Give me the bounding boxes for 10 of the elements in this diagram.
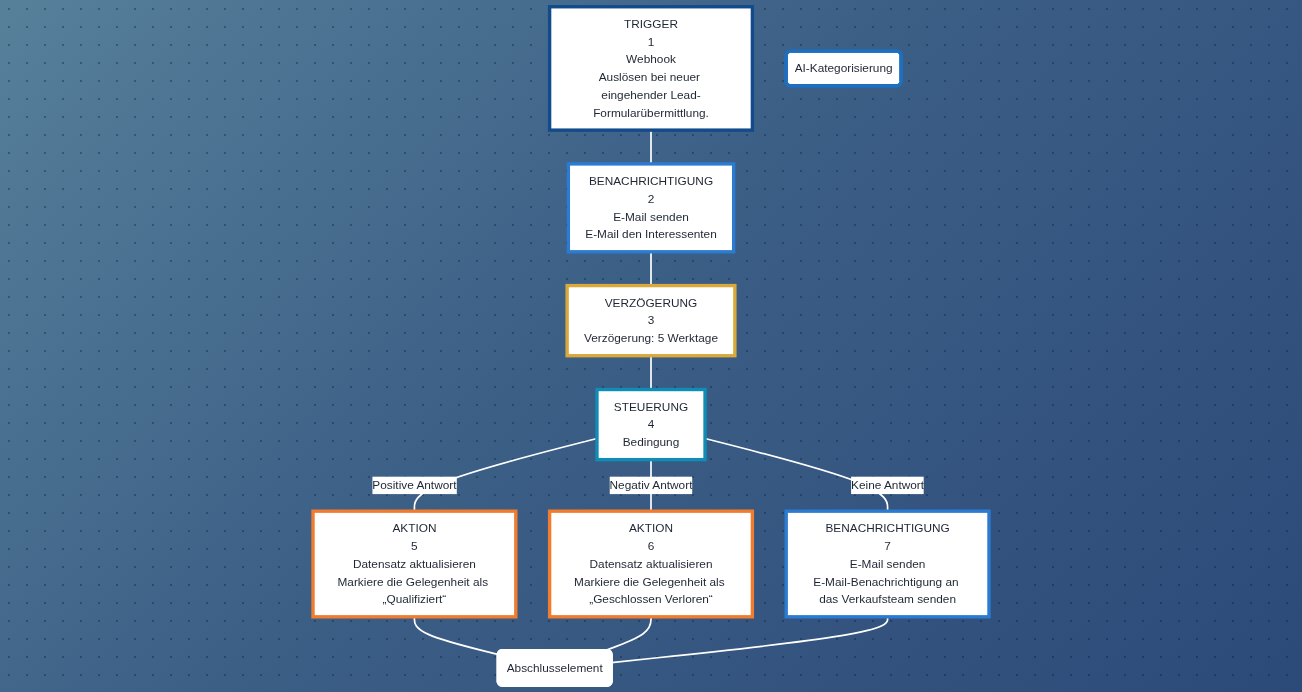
- edge-label: Keine Antwort: [851, 478, 925, 492]
- node-box: TRIGGER 1 Webhook Auslösen bei neuer eingehender Lead-Formularübermittlung.: [547, 5, 755, 132]
- node-box: AKTION 6 Datensatz aktualisieren Markiere die Gelegenheit als „Geschlossen Verloren“: [547, 509, 755, 619]
- node-box: VERZÖGERUNG 3 Verzögerung: 5 Werktage: [565, 283, 737, 358]
- edge-label: Positive Antwort: [372, 478, 457, 492]
- node-box: AKTION 5 Datensatz aktualisieren Markiere die Gelegenheit als „Qualifiziert“: [311, 509, 518, 619]
- node-box: BENACHRICHTIGUNG 2 E-Mail senden E-Mail den Interessenten: [566, 162, 736, 254]
- node-box: BENACHRICHTIGUNG 7 E-Mail senden E-Mail-Benachrichtigung an das Verkaufsteam senden: [784, 509, 991, 619]
- edge-label: Negativ Antwort: [609, 478, 693, 492]
- node-box: STEUERUNG 4 Bedingung: [595, 387, 707, 462]
